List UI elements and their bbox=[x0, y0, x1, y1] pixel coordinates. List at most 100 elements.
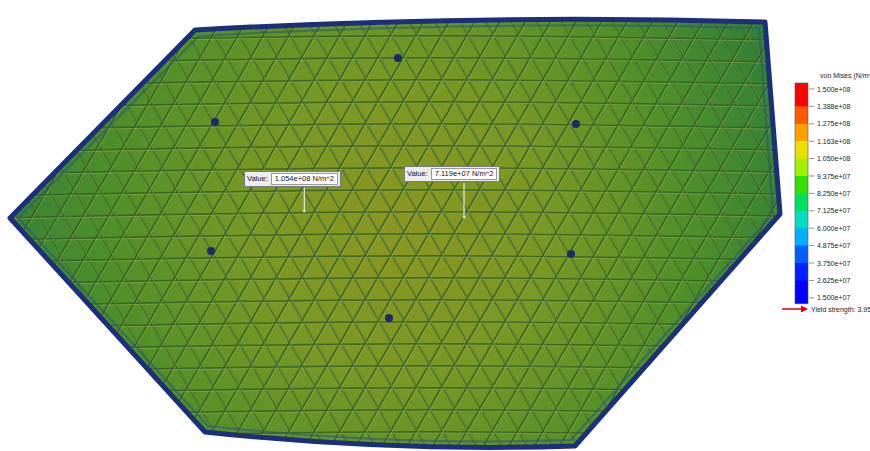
fixture-points bbox=[207, 54, 580, 322]
rib-highlight bbox=[596, 0, 870, 451]
rib-highlight bbox=[570, 0, 847, 451]
rib-highlight bbox=[0, 0, 263, 451]
rib-highlight bbox=[852, 0, 870, 451]
rib-highlight bbox=[697, 0, 870, 451]
tick-value: 8.250e+07 bbox=[817, 189, 850, 198]
color-bar bbox=[795, 83, 814, 304]
rib-highlight bbox=[1, 411, 870, 417]
rib-highlight bbox=[623, 0, 870, 451]
rib bbox=[0, 278, 870, 284]
rib bbox=[648, 0, 870, 451]
rib-highlight bbox=[723, 0, 870, 451]
rib bbox=[772, 0, 870, 451]
color-band bbox=[795, 211, 808, 229]
probe-value: 1.054e+08 N/m^2 bbox=[271, 173, 338, 185]
rib bbox=[0, 0, 59, 451]
rib-highlight bbox=[0, 0, 265, 451]
tick-value: 1.500e+07 bbox=[817, 293, 850, 302]
tick-value: 1.050e+08 bbox=[817, 154, 850, 163]
rib-highlight bbox=[1, 367, 870, 373]
rib bbox=[0, 432, 870, 438]
tick-mark bbox=[809, 263, 814, 264]
tick-value: 1.275e+08 bbox=[817, 119, 850, 128]
rib-highlight bbox=[318, 0, 595, 451]
rib-highlight bbox=[64, 0, 341, 451]
rib-highlight bbox=[646, 0, 870, 451]
color-band bbox=[795, 193, 808, 211]
rib bbox=[0, 0, 84, 451]
rib bbox=[0, 0, 264, 451]
yield-strength-note: Yield strength: 3.950e+ bbox=[811, 305, 870, 314]
rib-highlight bbox=[0, 0, 136, 451]
rib-highlight bbox=[496, 0, 773, 451]
probe-leader bbox=[463, 183, 464, 217]
rib-highlight bbox=[547, 0, 824, 451]
probe-box: Value:7.119e+07 N/m^2 bbox=[404, 166, 500, 182]
tick-value: 3.750e+07 bbox=[817, 259, 850, 268]
tick-value: 7.125e+07 bbox=[817, 206, 850, 215]
rib-highlight bbox=[0, 0, 87, 451]
rib-highlight bbox=[141, 0, 418, 451]
tick-value: 9.375e+07 bbox=[817, 172, 850, 181]
rib bbox=[0, 36, 870, 42]
rib bbox=[747, 0, 870, 451]
color-band bbox=[795, 228, 808, 246]
tick-mark bbox=[809, 280, 814, 281]
rib-highlight bbox=[369, 0, 646, 451]
rib bbox=[0, 410, 870, 416]
probe-caption: Value: bbox=[247, 174, 268, 184]
probe-value: 7.119e+07 N/m^2 bbox=[431, 168, 498, 180]
rib bbox=[0, 0, 135, 451]
rib-highlight bbox=[545, 0, 822, 451]
probe-caption: Value: bbox=[407, 169, 428, 179]
rib-highlight bbox=[1, 81, 870, 87]
rib bbox=[0, 212, 870, 218]
rib-highlight bbox=[268, 0, 545, 451]
tick-mark bbox=[809, 123, 814, 124]
rib-highlight bbox=[14, 0, 291, 451]
rib bbox=[0, 190, 870, 196]
rib bbox=[0, 0, 86, 451]
rib bbox=[775, 0, 870, 451]
color-band bbox=[795, 246, 808, 264]
rib-highlight bbox=[191, 0, 468, 451]
rib bbox=[0, 388, 870, 394]
rib-highlight bbox=[799, 0, 870, 451]
rib bbox=[0, 0, 8, 451]
rib bbox=[0, 0, 10, 451]
rib-highlight bbox=[0, 0, 85, 451]
rib bbox=[696, 0, 870, 451]
tick-value: 4.875e+07 bbox=[817, 241, 850, 250]
rib-highlight bbox=[1, 323, 870, 329]
rib bbox=[0, 300, 870, 306]
rib bbox=[571, 0, 848, 451]
color-band bbox=[795, 176, 808, 194]
tick-value: 1.163e+08 bbox=[817, 137, 850, 146]
rib-highlight bbox=[598, 0, 870, 451]
rib-highlight bbox=[445, 0, 722, 451]
rib bbox=[800, 0, 870, 451]
rib bbox=[0, 124, 870, 130]
rib-highlight bbox=[420, 0, 697, 451]
tick-mark bbox=[809, 297, 814, 298]
rib-highlight bbox=[850, 0, 870, 451]
rib-highlight bbox=[572, 0, 849, 451]
rib bbox=[0, 146, 870, 152]
rib bbox=[0, 80, 870, 86]
rib bbox=[0, 366, 870, 372]
color-band bbox=[795, 124, 808, 142]
rib-highlight bbox=[0, 0, 11, 451]
rib-highlight bbox=[166, 0, 443, 451]
rib-highlight bbox=[776, 0, 870, 451]
shell-inner-edge bbox=[18, 25, 773, 441]
tick-mark bbox=[809, 176, 814, 177]
rib bbox=[724, 0, 870, 451]
rib bbox=[620, 0, 870, 451]
rib bbox=[798, 0, 870, 451]
color-band bbox=[795, 298, 808, 304]
rib bbox=[0, 0, 137, 451]
tick-value: 6.000e+07 bbox=[817, 224, 850, 233]
probe-point bbox=[303, 210, 305, 212]
rib-highlight bbox=[1, 389, 870, 395]
